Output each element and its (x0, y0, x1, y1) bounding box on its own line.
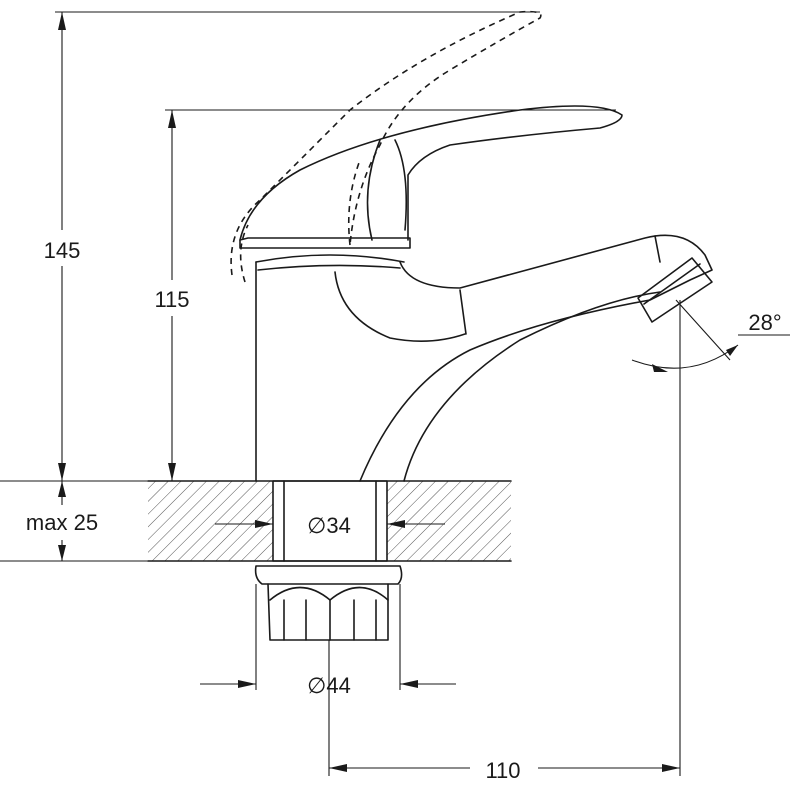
lever-handle (239, 105, 623, 241)
dimension-label-145: 145 (44, 238, 81, 263)
dimension-counter-thickness (0, 480, 148, 562)
lever-handle-raised (230, 10, 542, 283)
dimension-body-height (150, 109, 616, 481)
mounting-shank (272, 480, 388, 562)
dimension-label-110: 110 (485, 758, 520, 783)
dimension-label-d34: ∅34 (307, 513, 351, 538)
dimension-spout-angle (631, 299, 790, 372)
faucet-body (239, 237, 411, 482)
mounting-nut (254, 565, 403, 641)
dimension-spout-reach (328, 300, 681, 784)
dimension-total-height (40, 11, 540, 481)
dimension-hole-diameter (215, 508, 445, 540)
countertop (147, 480, 512, 562)
dimension-nut-diameter (200, 584, 456, 690)
dimension-label-28deg: 28° (748, 310, 781, 335)
spout (334, 234, 713, 482)
dimension-label-max25: max 25 (26, 510, 98, 535)
dimension-label-115: 115 (154, 287, 189, 312)
